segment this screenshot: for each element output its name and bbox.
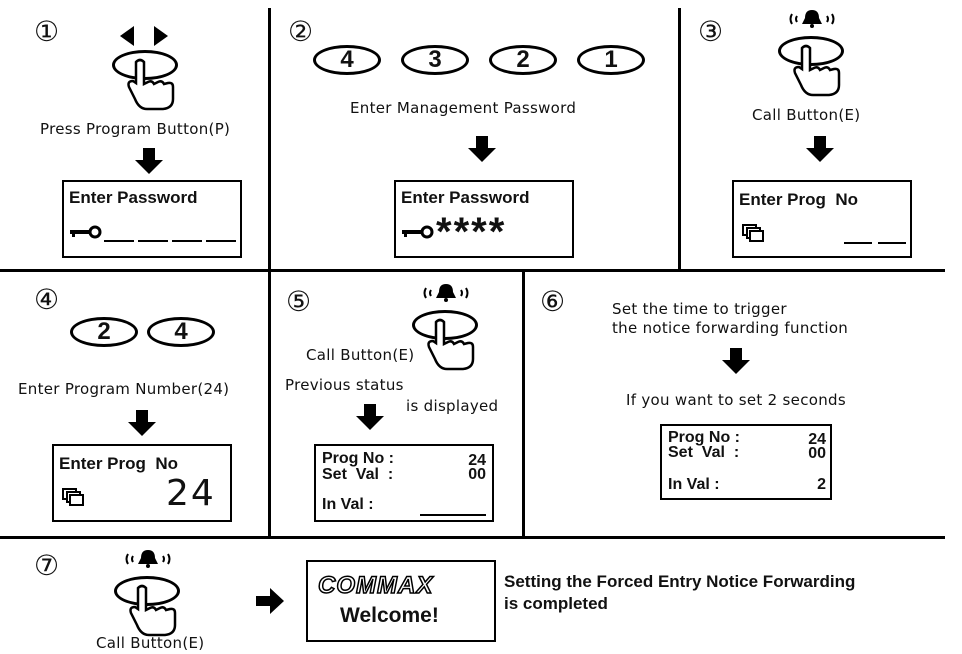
prog-no-label: Prog No : (322, 450, 394, 467)
step-number: ⑤ (286, 285, 312, 318)
down-arrow-icon (135, 148, 163, 174)
prog-no-value: 24 (468, 452, 486, 469)
step-6-caption-line-2: the notice forwarding function (612, 319, 849, 337)
status-line-1: Previous status (285, 376, 404, 394)
lcd-display: Enter Prog No (732, 180, 912, 258)
prog-number-value: 24 (166, 473, 216, 514)
step-2-caption: Enter Management Password (350, 99, 577, 117)
welcome-text: Welcome! (340, 604, 439, 627)
bell-ringing-icon (423, 284, 469, 302)
lcd-title: Enter Prog No (59, 454, 179, 473)
pressing-hand-icon (427, 318, 475, 371)
prog-no-label: Prog No : (668, 429, 740, 446)
lcd-title: Enter Prog No (739, 190, 859, 209)
masked-password: **** (436, 210, 507, 254)
step-number: ② (288, 15, 314, 48)
bell-ringing-icon (789, 10, 835, 28)
digit-key[interactable]: 4 (313, 45, 381, 75)
divider-col4 (522, 270, 525, 538)
lcd-display: Enter Password (62, 180, 242, 258)
down-arrow-icon (128, 410, 156, 436)
digit-key[interactable]: 2 (489, 45, 557, 75)
set-val-label: Set Val : (322, 466, 394, 483)
status-line-2: is displayed (406, 397, 499, 415)
set-val-value: 00 (468, 466, 486, 483)
step-1-caption: Press Program Button(P) (40, 120, 231, 138)
right-arrow-icon (256, 588, 284, 614)
step-number: ① (34, 15, 60, 48)
lcd-display: Enter Password **** (394, 180, 574, 258)
step-number: ⑦ (34, 549, 60, 582)
lcd-display: Prog No : 24 Set Val : 00 In Val : 2 (660, 424, 832, 500)
in-val-value: 2 (817, 476, 826, 493)
prog-number-blanks (844, 242, 906, 244)
set-val-value: 00 (808, 445, 826, 462)
in-val-label: In Val : (668, 476, 720, 493)
in-val-blank (420, 514, 486, 516)
copy-icon (62, 488, 84, 506)
lcd-display: Prog No : 24 Set Val : 00 In Val : (314, 444, 494, 522)
down-arrow-icon (722, 348, 750, 374)
step-number: ③ (698, 15, 724, 48)
bell-ringing-icon (125, 550, 171, 568)
divider-col3 (268, 270, 271, 538)
in-val-label: In Val : (322, 496, 374, 513)
pressing-hand-icon (127, 58, 175, 111)
lcd-title: Enter Password (69, 188, 198, 207)
step-3-caption: Call Button(E) (752, 106, 861, 124)
lcd-display: Enter Prog No 24 (52, 444, 232, 522)
step-6-caption-line-1: Set the time to trigger (612, 300, 787, 318)
down-arrow-icon (806, 136, 834, 162)
step-number: ④ (34, 283, 60, 316)
step-5-caption: Call Button(E) (306, 346, 415, 364)
digit-key[interactable]: 1 (577, 45, 645, 75)
step-6-caption-2: If you want to set 2 seconds (626, 391, 846, 409)
welcome-display: COMMAX Welcome! (306, 560, 496, 642)
password-blanks (104, 240, 236, 242)
divider-col2 (678, 8, 681, 270)
step-number: ⑥ (540, 285, 566, 318)
pressing-hand-icon (129, 584, 177, 637)
digit-key[interactable]: 2 (70, 317, 138, 347)
step-7-caption: Call Button(E) (96, 634, 205, 652)
commax-logo: COMMAX (317, 571, 434, 600)
prog-no-value: 24 (808, 431, 826, 448)
divider-row1 (0, 269, 945, 272)
key-icon (70, 225, 102, 239)
copy-icon (742, 224, 764, 242)
key-icon (402, 225, 434, 239)
step-4-caption: Enter Program Number(24) (18, 380, 230, 398)
result-line-1: Setting the Forced Entry Notice Forwardi… (504, 572, 856, 591)
left-right-arrows-icon (120, 26, 168, 46)
digit-key[interactable]: 3 (401, 45, 469, 75)
pressing-hand-icon (793, 44, 841, 97)
divider-col1 (268, 8, 271, 270)
lcd-title: Enter Password (401, 188, 530, 207)
divider-row2 (0, 536, 945, 539)
set-val-label: Set Val : (668, 444, 740, 461)
digit-key[interactable]: 4 (147, 317, 215, 347)
down-arrow-icon (468, 136, 496, 162)
result-line-2: is completed (504, 594, 608, 613)
down-arrow-icon (356, 404, 384, 430)
